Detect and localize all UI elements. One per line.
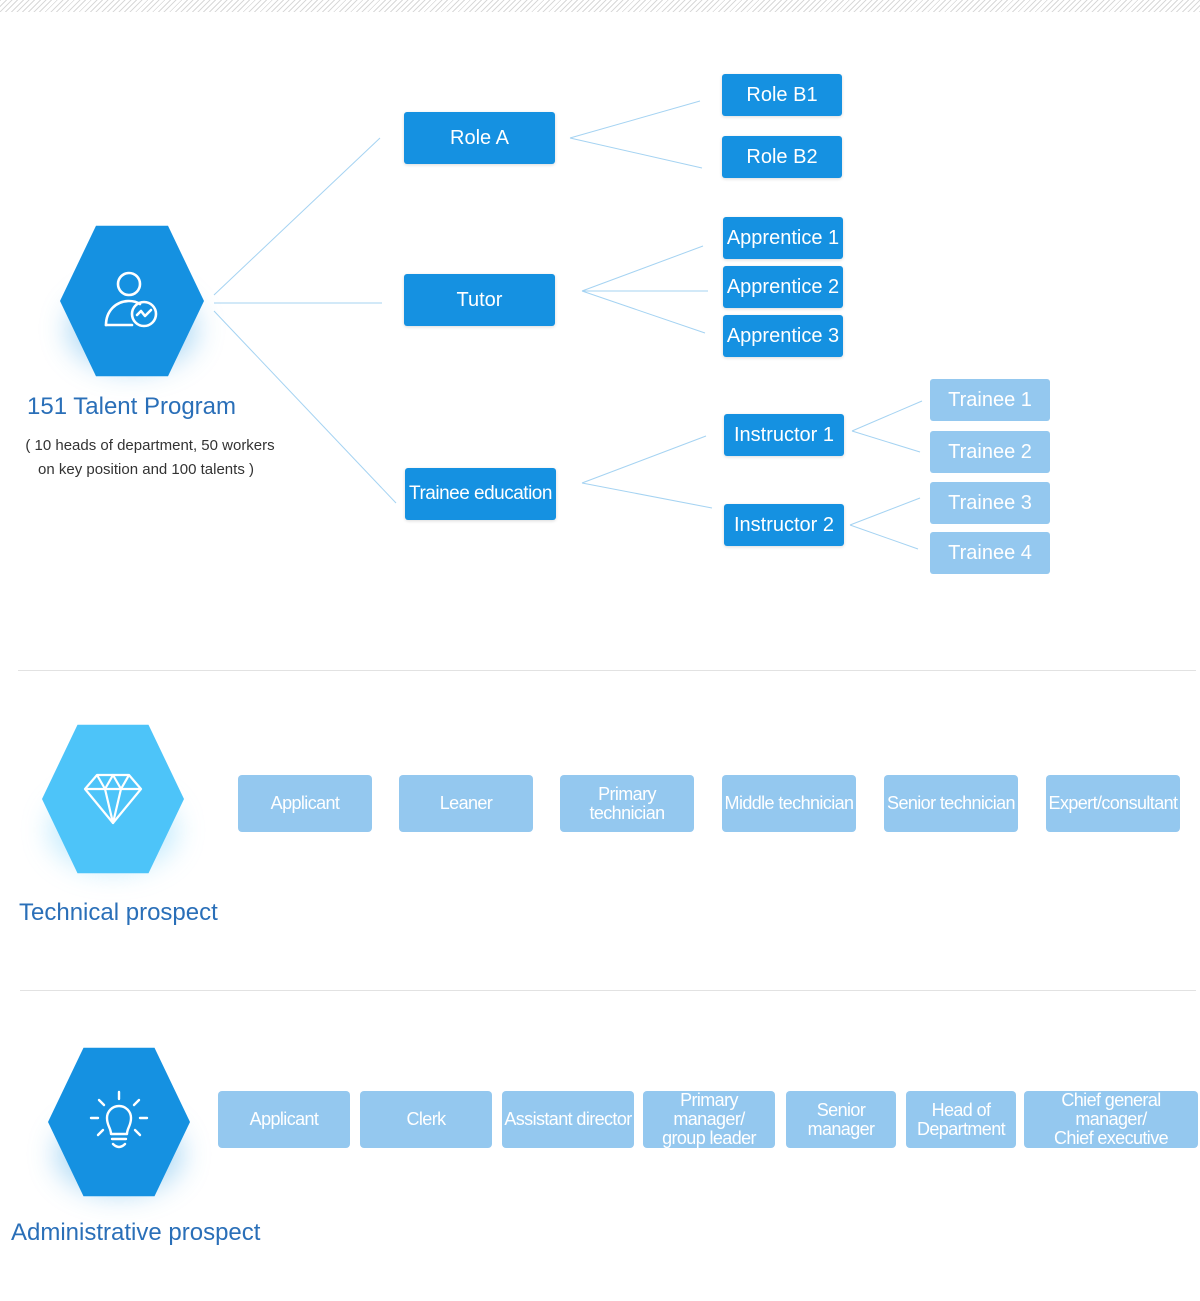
node-role-a: Role A	[404, 112, 555, 164]
admin-step-clerk: Clerk	[360, 1091, 492, 1148]
node-instructor-2: Instructor 2	[724, 504, 844, 546]
top-pattern-stripe	[0, 0, 1200, 12]
technical-step-expert-consultant: Expert/consultant	[1046, 775, 1180, 832]
admin-step-head-of-department-line2: Department	[916, 1118, 1006, 1139]
technical-step-applicant: Applicant	[238, 775, 372, 832]
node-apprentice-3: Apprentice 3	[723, 315, 843, 357]
admin-step-head-of-department-line1: Head of	[931, 1099, 991, 1120]
section-divider-1	[18, 670, 1196, 671]
program-subtitle-line2: on key position and 100 talents )	[38, 461, 254, 478]
node-instructor-1: Instructor 1	[724, 414, 844, 456]
program-subtitle-line1: ( 10 heads of department, 50 workers	[25, 437, 275, 454]
lightbulb-icon	[89, 1090, 149, 1149]
admin-step-head-of-department: Head of Department	[906, 1091, 1016, 1148]
technical-step-senior-technician: Senior technician	[884, 775, 1018, 832]
admin-step-primary-manager-line1: Primary manager/	[673, 1090, 745, 1130]
node-trainee-1: Trainee 1	[930, 379, 1050, 421]
user-chart-icon	[104, 271, 158, 328]
admin-step-senior-manager-line2: manager	[807, 1118, 875, 1139]
technical-hexagon	[42, 724, 184, 874]
node-trainee-education: Trainee education	[405, 468, 556, 520]
admin-step-chief-executive-line1: Chief general manager/	[1061, 1090, 1161, 1130]
technical-step-middle-technician: Middle technician	[722, 775, 856, 832]
node-role-b1: Role B1	[722, 74, 842, 116]
admin-step-chief-executive-line2: Chief executive	[1053, 1127, 1169, 1148]
administrative-title: Administrative prospect	[11, 1219, 261, 1246]
node-apprentice-2: Apprentice 2	[723, 266, 843, 308]
admin-step-applicant: Applicant	[218, 1091, 350, 1148]
section-divider-2	[20, 990, 1196, 991]
admin-step-primary-manager-line2: group leader	[662, 1127, 756, 1148]
technical-step-leaner: Leaner	[399, 775, 533, 832]
node-trainee-3: Trainee 3	[930, 482, 1050, 524]
admin-step-senior-manager-line1: Senior	[816, 1099, 866, 1120]
node-apprentice-1: Apprentice 1	[723, 217, 843, 259]
node-role-b2: Role B2	[722, 136, 842, 178]
admin-step-senior-manager: Senior manager	[786, 1091, 896, 1148]
admin-step-primary-manager: Primary manager/ group leader	[643, 1091, 775, 1148]
admin-step-chief-executive: Chief general manager/ Chief executive	[1024, 1091, 1198, 1148]
node-trainee-2: Trainee 2	[930, 431, 1050, 473]
diamond-icon	[83, 773, 143, 825]
node-trainee-4: Trainee 4	[930, 532, 1050, 574]
technical-title: Technical prospect	[19, 899, 218, 926]
admin-step-assistant-director: Assistant director	[502, 1091, 634, 1148]
program-hexagon	[60, 225, 204, 377]
technical-step-primary-technician: Primary technician	[560, 775, 694, 832]
program-title: 151 Talent Program	[27, 393, 237, 420]
node-tutor: Tutor	[404, 274, 555, 326]
